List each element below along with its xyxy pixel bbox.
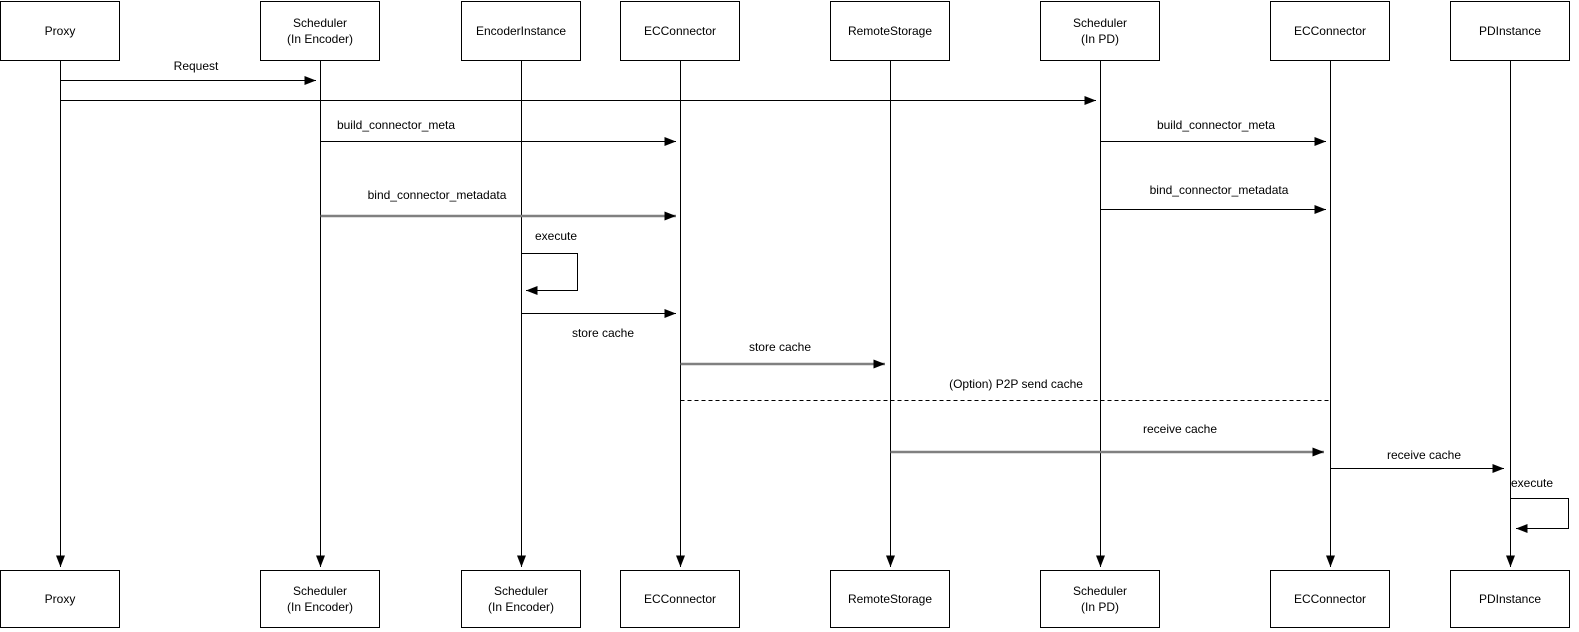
message-label-store-cache-encoder: store cache bbox=[571, 326, 635, 340]
message-label-store-cache-remote: store cache bbox=[748, 340, 812, 354]
actor-box-top-ec-connector-2: ECConnector bbox=[1270, 1, 1390, 61]
actor-box-top-proxy: Proxy bbox=[0, 1, 120, 61]
actor-box-bottom-scheduler-encoder: Scheduler (In Encoder) bbox=[260, 570, 380, 628]
actor-box-bottom-pd-instance: PDInstance bbox=[1450, 570, 1570, 628]
message-label-receive-cache-pd: receive cache bbox=[1386, 448, 1462, 462]
actor-box-top-ec-connector-1: ECConnector bbox=[620, 1, 740, 61]
message-label-build-connector-meta-pd: build_connector_meta bbox=[1156, 118, 1276, 132]
actor-box-top-encoder-instance: EncoderInstance bbox=[461, 1, 581, 61]
actor-box-bottom-ec-connector-2: ECConnector bbox=[1270, 570, 1390, 628]
message-label-bind-connector-metadata-encoder: bind_connector_metadata bbox=[367, 188, 507, 202]
actor-box-top-scheduler-encoder: Scheduler (In Encoder) bbox=[260, 1, 380, 61]
message-label-build-connector-meta-encoder: build_connector_meta bbox=[336, 118, 456, 132]
message-label-request: Request bbox=[173, 59, 219, 73]
arrow-execute-self-loop-pd bbox=[1510, 498, 1569, 533]
message-label-p2p-send-cache: (Option) P2P send cache bbox=[949, 377, 1083, 391]
actor-box-top-scheduler-pd: Scheduler (In PD) bbox=[1040, 1, 1160, 61]
message-label-execute-encoder: execute bbox=[534, 229, 578, 243]
actor-box-top-remote-storage: RemoteStorage bbox=[830, 1, 950, 61]
actor-box-bottom-proxy: Proxy bbox=[0, 570, 120, 628]
actor-box-bottom-scheduler-pd: Scheduler (In PD) bbox=[1040, 570, 1160, 628]
actor-box-bottom-encoder-instance: Scheduler (In Encoder) bbox=[461, 570, 581, 628]
arrow-execute-self-loop-encoder bbox=[521, 253, 578, 295]
actor-box-top-pd-instance: PDInstance bbox=[1450, 1, 1570, 61]
message-label-execute-pd: execute bbox=[1510, 476, 1554, 490]
actor-box-bottom-remote-storage: RemoteStorage bbox=[830, 570, 950, 628]
message-label-bind-connector-metadata-pd: bind_connector_metadata bbox=[1149, 183, 1289, 197]
message-label-receive-cache-remote: receive cache bbox=[1142, 422, 1218, 436]
actor-box-bottom-ec-connector-1: ECConnector bbox=[620, 570, 740, 628]
